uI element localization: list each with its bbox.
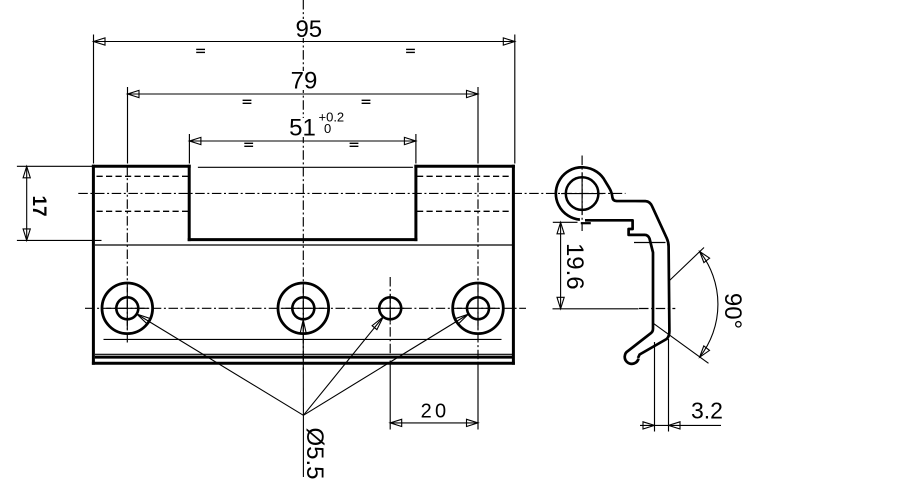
svg-text:19.6: 19.6 [561, 243, 588, 290]
svg-text:95: 95 [295, 16, 322, 43]
svg-text:Ø5.5: Ø5.5 [301, 427, 328, 479]
svg-text:17: 17 [28, 195, 49, 216]
svg-text:79: 79 [291, 68, 318, 95]
svg-text:3.2: 3.2 [691, 398, 723, 424]
svg-text:90°: 90° [719, 293, 746, 329]
svg-text:51: 51 [289, 115, 316, 142]
svg-text:0: 0 [324, 121, 331, 136]
svg-text:+0.2: +0.2 [319, 110, 345, 125]
svg-text:20: 20 [421, 400, 450, 422]
